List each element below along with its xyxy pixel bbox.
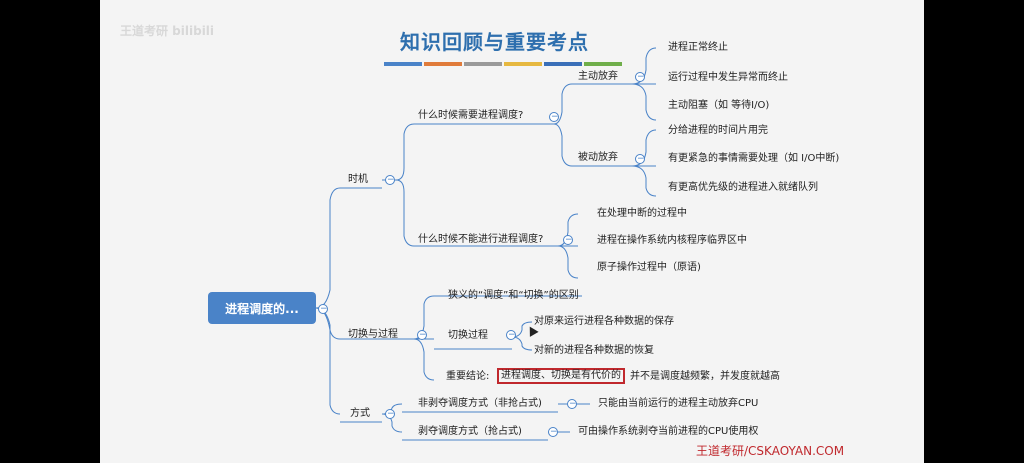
slide: 王道考研 bilibili 知识回顾与重要考点: [100, 0, 924, 463]
collapse-icon[interactable]: [385, 175, 395, 185]
leaf: 进程在操作系统内核程序临界区中: [597, 235, 747, 246]
collapse-icon[interactable]: [567, 399, 577, 409]
mindmap-connectors: [315, 47, 657, 441]
leaf: 只能由当前运行的进程主动放弃CPU: [598, 398, 759, 409]
root-node[interactable]: 进程调度的...: [208, 292, 316, 324]
node-when-not[interactable]: 什么时候不能进行进程调度?: [418, 234, 544, 245]
node-mode[interactable]: 方式: [350, 408, 370, 419]
title-bar-green: [584, 62, 622, 66]
leaf: 对新的进程各种数据的恢复: [534, 345, 654, 356]
leaf: 对原来运行进程各种数据的保存: [534, 316, 674, 327]
leaf: 有更高优先级的进程进入就绪队列: [668, 182, 818, 193]
node-preemptive[interactable]: 剥夺调度方式（抢占式): [418, 426, 522, 437]
collapse-icon[interactable]: [548, 427, 558, 437]
leaf: 分给进程的时间片用完: [668, 125, 768, 136]
leaf: 有更紧急的事情需要处理（如 I/O中断): [668, 153, 840, 164]
leaf: 狭义的“调度”和“切换”的区别: [448, 290, 579, 301]
leaf: 在处理中断的过程中: [597, 208, 687, 219]
title-bar-blue: [384, 62, 422, 66]
leaf: 原子操作过程中（原语): [597, 262, 701, 273]
title-bar-darkblue: [544, 62, 582, 66]
node-active-give-up[interactable]: 主动放弃: [578, 71, 618, 82]
node-non-preemptive[interactable]: 非剥夺调度方式（非抢占式): [418, 398, 542, 409]
leaf: 运行过程中发生异常而终止: [668, 72, 788, 83]
title-bar-gray: [464, 62, 502, 66]
node-when-needed[interactable]: 什么时候需要进程调度?: [418, 110, 524, 121]
collapse-icon[interactable]: [563, 235, 573, 245]
leaf: 主动阻塞（如 等待I/O): [668, 100, 770, 111]
conclusion-highlight: 进程调度、切换是有代价的: [497, 368, 625, 384]
conclusion-label: 重要结论:: [446, 371, 490, 382]
node-switch-procedure[interactable]: 切换过程: [448, 330, 488, 341]
node-passive-give-up[interactable]: 被动放弃: [578, 152, 618, 163]
node-switch-process[interactable]: 切换与过程: [348, 329, 398, 340]
brand-footer: 王道考研/CSKAOYAN.COM: [696, 444, 845, 458]
node-timing[interactable]: 时机: [348, 174, 368, 185]
collapse-icon[interactable]: [635, 154, 645, 164]
leaf: 进程正常终止: [668, 42, 728, 53]
collapse-icon[interactable]: [318, 304, 328, 314]
title-bar-orange: [424, 62, 462, 66]
collapse-icon[interactable]: [506, 330, 516, 340]
slide-title: 知识回顾与重要考点: [400, 30, 589, 54]
collapse-icon[interactable]: [417, 330, 427, 340]
collapse-icon[interactable]: [385, 409, 395, 419]
collapse-icon[interactable]: [549, 112, 559, 122]
leaf: 可由操作系统剥夺当前进程的CPU使用权: [578, 426, 759, 437]
title-bar-yellow: [504, 62, 542, 66]
video-watermark: 王道考研 bilibili: [120, 24, 215, 38]
collapse-icon[interactable]: [635, 72, 645, 82]
conclusion-tail: 并不是调度越频繁，并发度就越高: [630, 371, 780, 382]
